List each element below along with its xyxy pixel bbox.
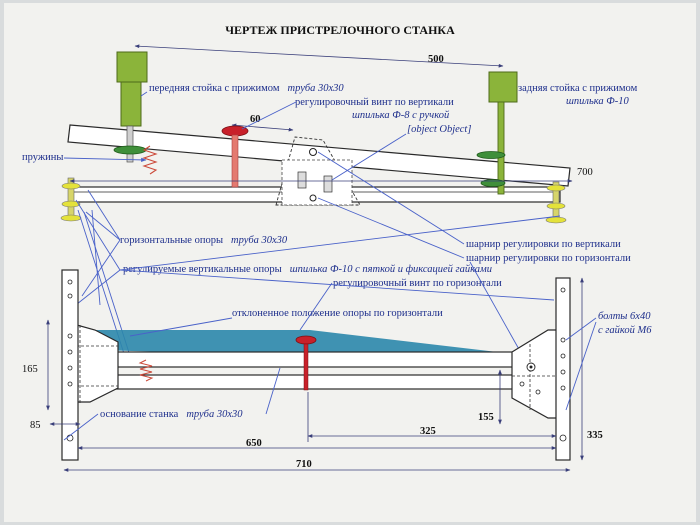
front-post-tube <box>120 81 142 127</box>
right-vertical-post <box>555 277 571 461</box>
right-post-hole-6 <box>559 434 567 442</box>
rear-post-clamp-head <box>488 71 518 103</box>
left-post-hole-1 <box>67 279 73 285</box>
leader-fan-7 <box>91 209 101 306</box>
left-vertical-post <box>61 269 79 461</box>
bolts-nut-label-1: болты 6х40 <box>598 311 651 322</box>
right-foot-pad <box>545 216 567 224</box>
side-view: 500 60 <box>60 44 593 224</box>
right-post-hole-4 <box>560 369 566 375</box>
deflected-position-label: отклоненное положение опоры по горизонта… <box>232 308 443 319</box>
rear-post-material: шпилька Ф-10 <box>566 96 629 107</box>
leader-hsup-1 <box>85 211 121 241</box>
vertical-screw-leader <box>241 101 297 130</box>
left-post-hole-4 <box>67 349 73 355</box>
front-post-leader <box>140 91 148 97</box>
left-post-hole-6 <box>67 381 73 387</box>
springs-leader <box>63 157 147 163</box>
right-post-hole-2 <box>560 337 566 343</box>
leader-horizontal-screw <box>299 282 333 331</box>
side-view-labels: передняя стойка с прижимом труба 30х30 з… <box>22 78 638 181</box>
dimension-500: 500 <box>428 54 444 65</box>
dimension-85: 85 <box>30 420 41 431</box>
rear-post-washer-top <box>476 151 506 159</box>
spring-top <box>138 359 154 382</box>
leader-hinge-vertical <box>317 151 465 245</box>
hinge-bolt-left <box>297 171 307 189</box>
top-view: 165 85 650 325 155 335 710 <box>22 269 603 472</box>
leader-hinge-horizontal-1 <box>317 197 465 259</box>
hinge-pin-horizontal <box>309 194 317 202</box>
deflected-position-leader <box>129 317 233 337</box>
left-foot-pad <box>60 214 82 222</box>
vertical-screw-rod <box>231 134 239 188</box>
right-foot-nut-bottom <box>546 202 566 210</box>
dimension-165: 165 <box>22 364 38 375</box>
center-callouts: горизонтальные опоры труба 30х30 регулир… <box>71 151 631 363</box>
dimension-325: 325 <box>420 426 436 437</box>
horizontal-support-tube-upper <box>79 351 556 368</box>
rear-post-label: задняя стойка с прижимом <box>518 83 638 94</box>
front-post-washer <box>113 145 147 155</box>
front-post-label: передняя стойка с прижимом труба 30х30 <box>149 78 344 95</box>
vertical-screw-material: шпилька Ф-8 с ручкой <box>352 110 450 121</box>
dimension-710: 710 <box>296 459 312 470</box>
right-plate-hole-2 <box>535 389 541 395</box>
right-post-hole-5 <box>560 385 566 391</box>
hinge-pin-vertical <box>309 148 317 156</box>
vertical-screw-label: регулировочный винт по вертикали <box>295 97 454 108</box>
vertical-supports-label: регулируемые вертикальные опоры шпилька … <box>123 259 492 276</box>
hinge-vertical-label: шарнир регулировки по вертикали <box>466 239 621 250</box>
right-plate-hole-1 <box>519 381 525 387</box>
right-post-hole-3 <box>560 353 566 359</box>
dimension-155: 155 <box>478 412 494 423</box>
dimension-line-500 <box>134 44 504 68</box>
base-leader-1 <box>265 367 281 415</box>
top-view-labels: отклоненное положение опоры по горизонта… <box>63 308 652 441</box>
rear-post-rod <box>497 101 505 195</box>
base-leader-2 <box>63 413 99 441</box>
left-post-hole-5 <box>67 365 73 371</box>
spring-side <box>142 145 158 175</box>
bolts-nut-leader-1 <box>565 317 597 341</box>
left-foot-nut-bottom <box>61 200 81 208</box>
right-foot-nut-top <box>546 184 566 192</box>
leader-vsup-3 <box>119 215 561 271</box>
right-plate-hinge-center <box>529 365 533 369</box>
tilted-top-beam <box>67 124 571 187</box>
dimension-60: 60 <box>250 114 261 125</box>
horizontal-screw-rod <box>303 343 309 391</box>
leader-vsup-1 <box>75 199 121 271</box>
bolts-nut-label-2: с гайкой М6 <box>598 325 652 336</box>
drawing-title: ЧЕРТЕЖ ПРИСТРЕЛОЧНОГО СТАНКА <box>225 23 455 37</box>
rear-post-washer-bottom <box>480 179 506 187</box>
hinge-horizontal-label: шарнир регулировки по горизонтали <box>466 253 631 264</box>
springs-label: пружины <box>22 152 63 163</box>
left-foot-nut-top <box>61 182 81 190</box>
horizontal-screw-label: регулировочный винт по горизонтали <box>333 278 502 289</box>
front-post-rod <box>126 125 134 163</box>
front-post-clamp-head <box>116 51 148 83</box>
hinge-bolt-right <box>323 175 333 193</box>
left-post-hole-2 <box>67 293 73 299</box>
horizontal-support-tube-lower <box>79 374 556 390</box>
base-label: основание станка труба 30х30 <box>100 404 243 421</box>
horizontal-supports-label: горизонтальные опоры труба 30х30 <box>120 230 288 247</box>
dimension-650: 650 <box>246 438 262 449</box>
leader-vsup-4 <box>119 269 555 301</box>
bolts-nut-leader-2 <box>565 321 597 411</box>
right-post-hole-1 <box>560 287 566 293</box>
leader-hinge-horizontal-2 <box>469 261 526 361</box>
dimension-335: 335 <box>587 430 603 441</box>
left-post-hole-3 <box>67 333 73 339</box>
dimension-700: 700 <box>577 167 593 178</box>
bolts-leader <box>331 133 407 181</box>
dimension-line-60 <box>231 123 294 132</box>
horizontal-screw-handle <box>295 335 317 345</box>
bolts-label: [object Object] <box>407 124 471 135</box>
leader-hsup-3 <box>81 239 121 297</box>
leader-vsup-2 <box>71 269 121 309</box>
leader-hsup-2 <box>87 189 121 241</box>
